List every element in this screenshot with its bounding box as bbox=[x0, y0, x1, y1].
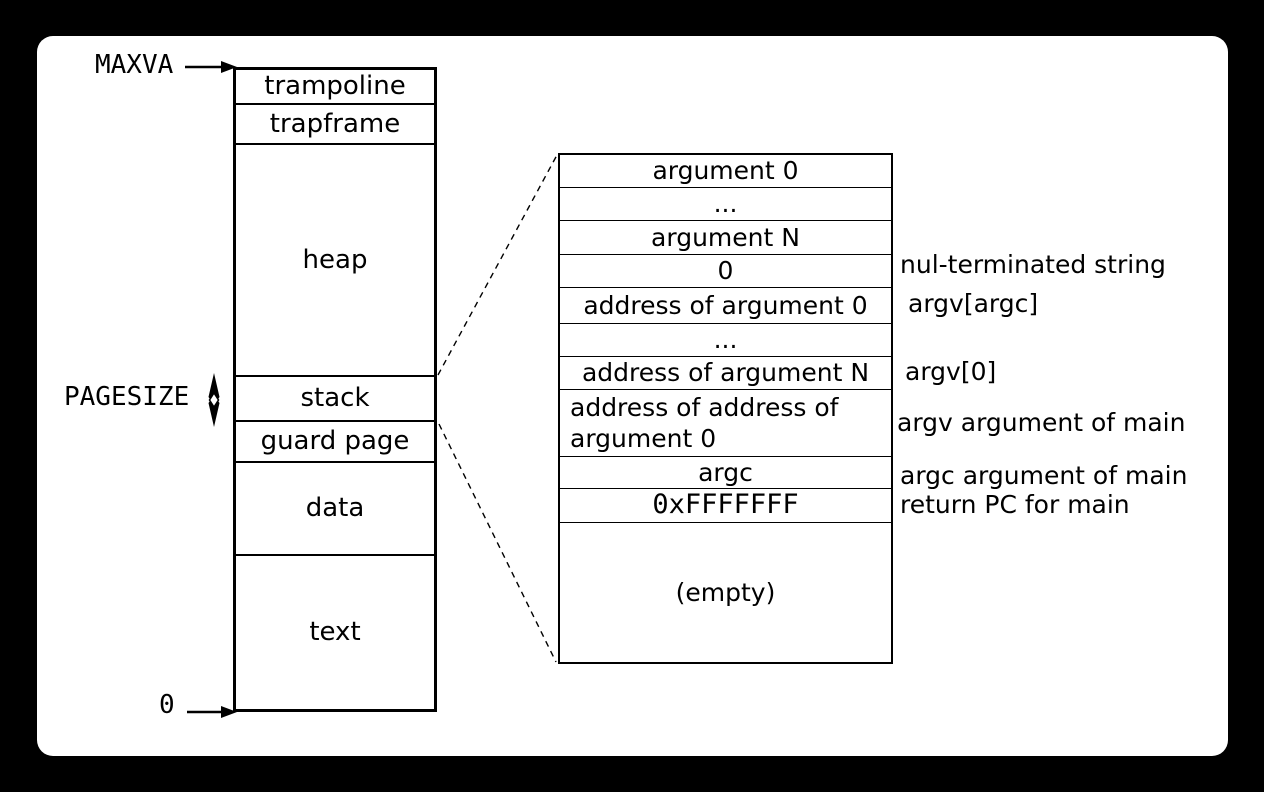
stack-row-ellipsis-args: ... bbox=[560, 188, 891, 221]
annotation-return-pc-for-main: return PC for main bbox=[900, 490, 1130, 519]
segment-text: text bbox=[309, 617, 361, 648]
stack-row-address-of-argument-0: address of argument 0 bbox=[560, 288, 891, 324]
stack-row-ellipsis-addresses: ... bbox=[560, 324, 891, 357]
segment-guard-page: guard page bbox=[236, 422, 434, 463]
pagesize-label: PAGESIZE bbox=[64, 382, 190, 412]
segment-heap: heap bbox=[236, 145, 434, 377]
annotation-nul-terminated-string: nul-terminated string bbox=[900, 250, 1166, 279]
address-space-box: trampoline trapframe heap stack guard pa… bbox=[233, 67, 437, 712]
stack-row-argc: argc bbox=[560, 457, 891, 489]
annotation-argv-argument-of-main: argv argument of main bbox=[897, 408, 1186, 437]
segment-trapframe: trapframe bbox=[236, 105, 434, 145]
pagesize-span-arrow bbox=[208, 373, 220, 427]
zero-address-label: 0 bbox=[159, 690, 175, 720]
stack-row-argument-0: argument 0 bbox=[560, 155, 891, 188]
expansion-line-top bbox=[437, 154, 558, 376]
zero-arrow bbox=[187, 706, 237, 718]
annotation-argv-argc: argv[argc] bbox=[908, 289, 1039, 318]
stack-row-zero: 0 bbox=[560, 255, 891, 288]
maxva-label: MAXVA bbox=[95, 50, 174, 80]
segment-stack: stack bbox=[236, 377, 434, 422]
segment-trampoline: trampoline bbox=[236, 70, 434, 105]
stack-row-return-pc: 0xFFFFFFF bbox=[560, 489, 891, 523]
stack-row-address-of-address-of-argument-0: address of address of argument 0 bbox=[560, 390, 891, 457]
segment-data: data bbox=[236, 463, 434, 556]
annotation-argc-argument-of-main: argc argument of main bbox=[900, 461, 1188, 490]
diagram-canvas: MAXVA PAGESIZE 0 trampoline trapframe he… bbox=[37, 36, 1228, 756]
expansion-line-bottom bbox=[438, 423, 557, 663]
stack-row-argument-n: argument N bbox=[560, 221, 891, 255]
stack-detail-box: argument 0 ... argument N 0 address of a… bbox=[558, 153, 893, 664]
maxva-arrow bbox=[185, 61, 237, 73]
stack-row-empty: (empty) bbox=[675, 577, 776, 607]
stack-row-address-of-argument-n: address of argument N bbox=[560, 357, 891, 390]
annotation-argv-0: argv[0] bbox=[905, 357, 997, 386]
